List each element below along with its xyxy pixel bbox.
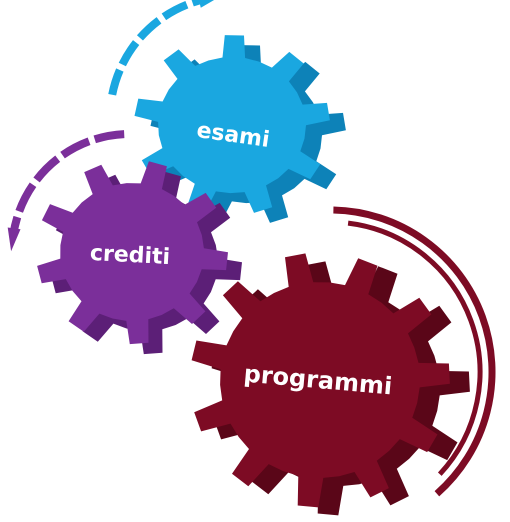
esami-gear-face (134, 35, 330, 213)
crediti-arrowhead (7, 227, 21, 252)
programmi-arc-outer (333, 206, 496, 497)
crediti-label: crediti (89, 241, 170, 270)
programmi-arc-inner (347, 220, 483, 476)
esami-gear: esami (108, 0, 346, 223)
esami-arrowhead (198, 0, 215, 8)
crediti-gear: crediti (7, 130, 242, 355)
esami-arrow (108, 0, 208, 96)
programmi-gear-face (191, 253, 450, 508)
programmi-gear: programmi (191, 206, 496, 516)
crediti-arrow (9, 130, 125, 236)
crediti-gear-face (37, 161, 228, 345)
